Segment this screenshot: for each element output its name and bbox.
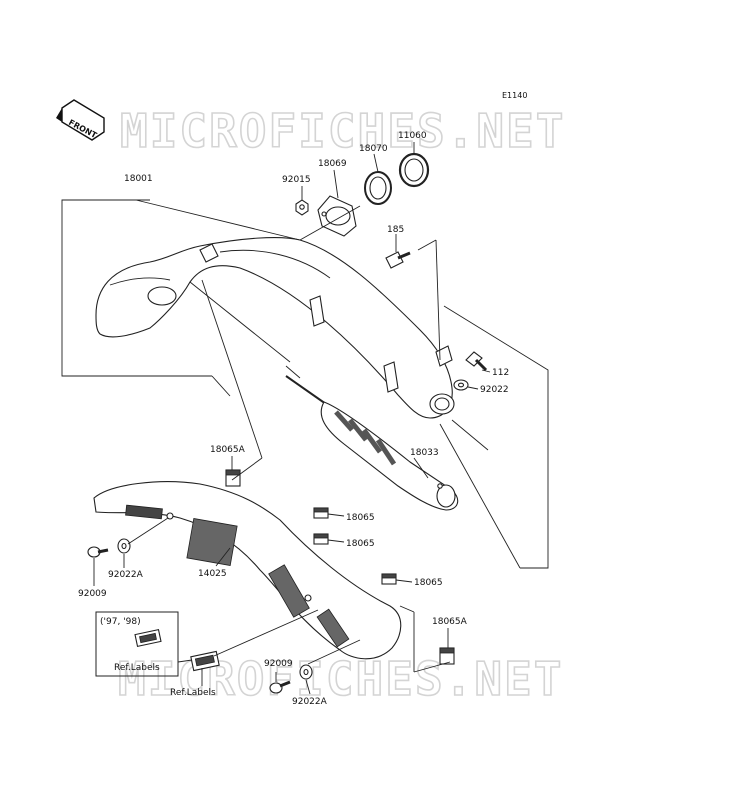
ref-label-plate xyxy=(190,650,220,672)
callout-18065A-bottom: 18065A xyxy=(432,617,468,627)
ring-18070 xyxy=(364,171,392,205)
inset-years: ('97, '98) xyxy=(100,617,141,627)
ref-labels-main: Ref.Labels xyxy=(170,688,216,698)
diagram-code: E1140 xyxy=(502,91,527,100)
washer-92022 xyxy=(453,379,469,391)
heat-guard-14025 xyxy=(93,481,402,660)
callout-112: 112 xyxy=(492,368,509,378)
callout-14025: 14025 xyxy=(198,569,227,579)
washer-92022A-left xyxy=(117,538,131,554)
inset-ref-labels: Ref.Labels xyxy=(114,663,160,673)
callout-11060: 11060 xyxy=(398,131,427,141)
leader-lines xyxy=(61,142,549,695)
callout-18065-1: 18065 xyxy=(346,513,375,523)
inset-box: ('97, '98) Ref.Labels xyxy=(95,611,179,677)
bolt-112 xyxy=(465,351,488,372)
muffler-body-18001 xyxy=(95,237,455,419)
clip-18065A-top xyxy=(225,469,241,487)
nut-92015 xyxy=(295,199,309,216)
callout-92009-bottom: 92009 xyxy=(264,659,293,669)
callout-18065-3: 18065 xyxy=(414,578,443,588)
watermark-top: MICROFICHES.NET xyxy=(120,104,565,158)
callout-18001: 18001 xyxy=(124,174,153,184)
silencer-insert-18033 xyxy=(285,375,459,511)
clip-18065A-bottom xyxy=(439,647,455,665)
vent-slots-upper xyxy=(125,504,350,648)
callout-185: 185 xyxy=(387,225,404,235)
callout-92022: 92022 xyxy=(480,385,509,395)
callout-18065-2: 18065 xyxy=(346,539,375,549)
callout-18033: 18033 xyxy=(410,448,439,458)
callout-18069: 18069 xyxy=(318,159,347,169)
clip-18065-1 xyxy=(313,507,329,519)
clip-18065-2 xyxy=(313,533,329,545)
callout-labels: 18001 92015 18069 18070 11060 185 112 92… xyxy=(78,131,509,707)
callout-18065A-top: 18065A xyxy=(210,445,246,455)
callout-18070: 18070 xyxy=(359,144,388,154)
screw-92009-left xyxy=(87,546,109,558)
callout-92009-left: 92009 xyxy=(78,589,107,599)
gasket-11060 xyxy=(398,152,430,188)
callout-92022A-left: 92022A xyxy=(108,570,144,580)
callout-92015: 92015 xyxy=(282,175,311,185)
bolt-185 xyxy=(385,251,411,269)
clip-18065-3 xyxy=(381,573,397,585)
flange-18069 xyxy=(317,195,357,237)
washer-92022A-bottom xyxy=(299,664,313,680)
screw-92009-bottom xyxy=(269,680,291,694)
callout-92022A-bottom: 92022A xyxy=(292,697,328,707)
front-arrow-icon: FRONT xyxy=(56,99,105,141)
